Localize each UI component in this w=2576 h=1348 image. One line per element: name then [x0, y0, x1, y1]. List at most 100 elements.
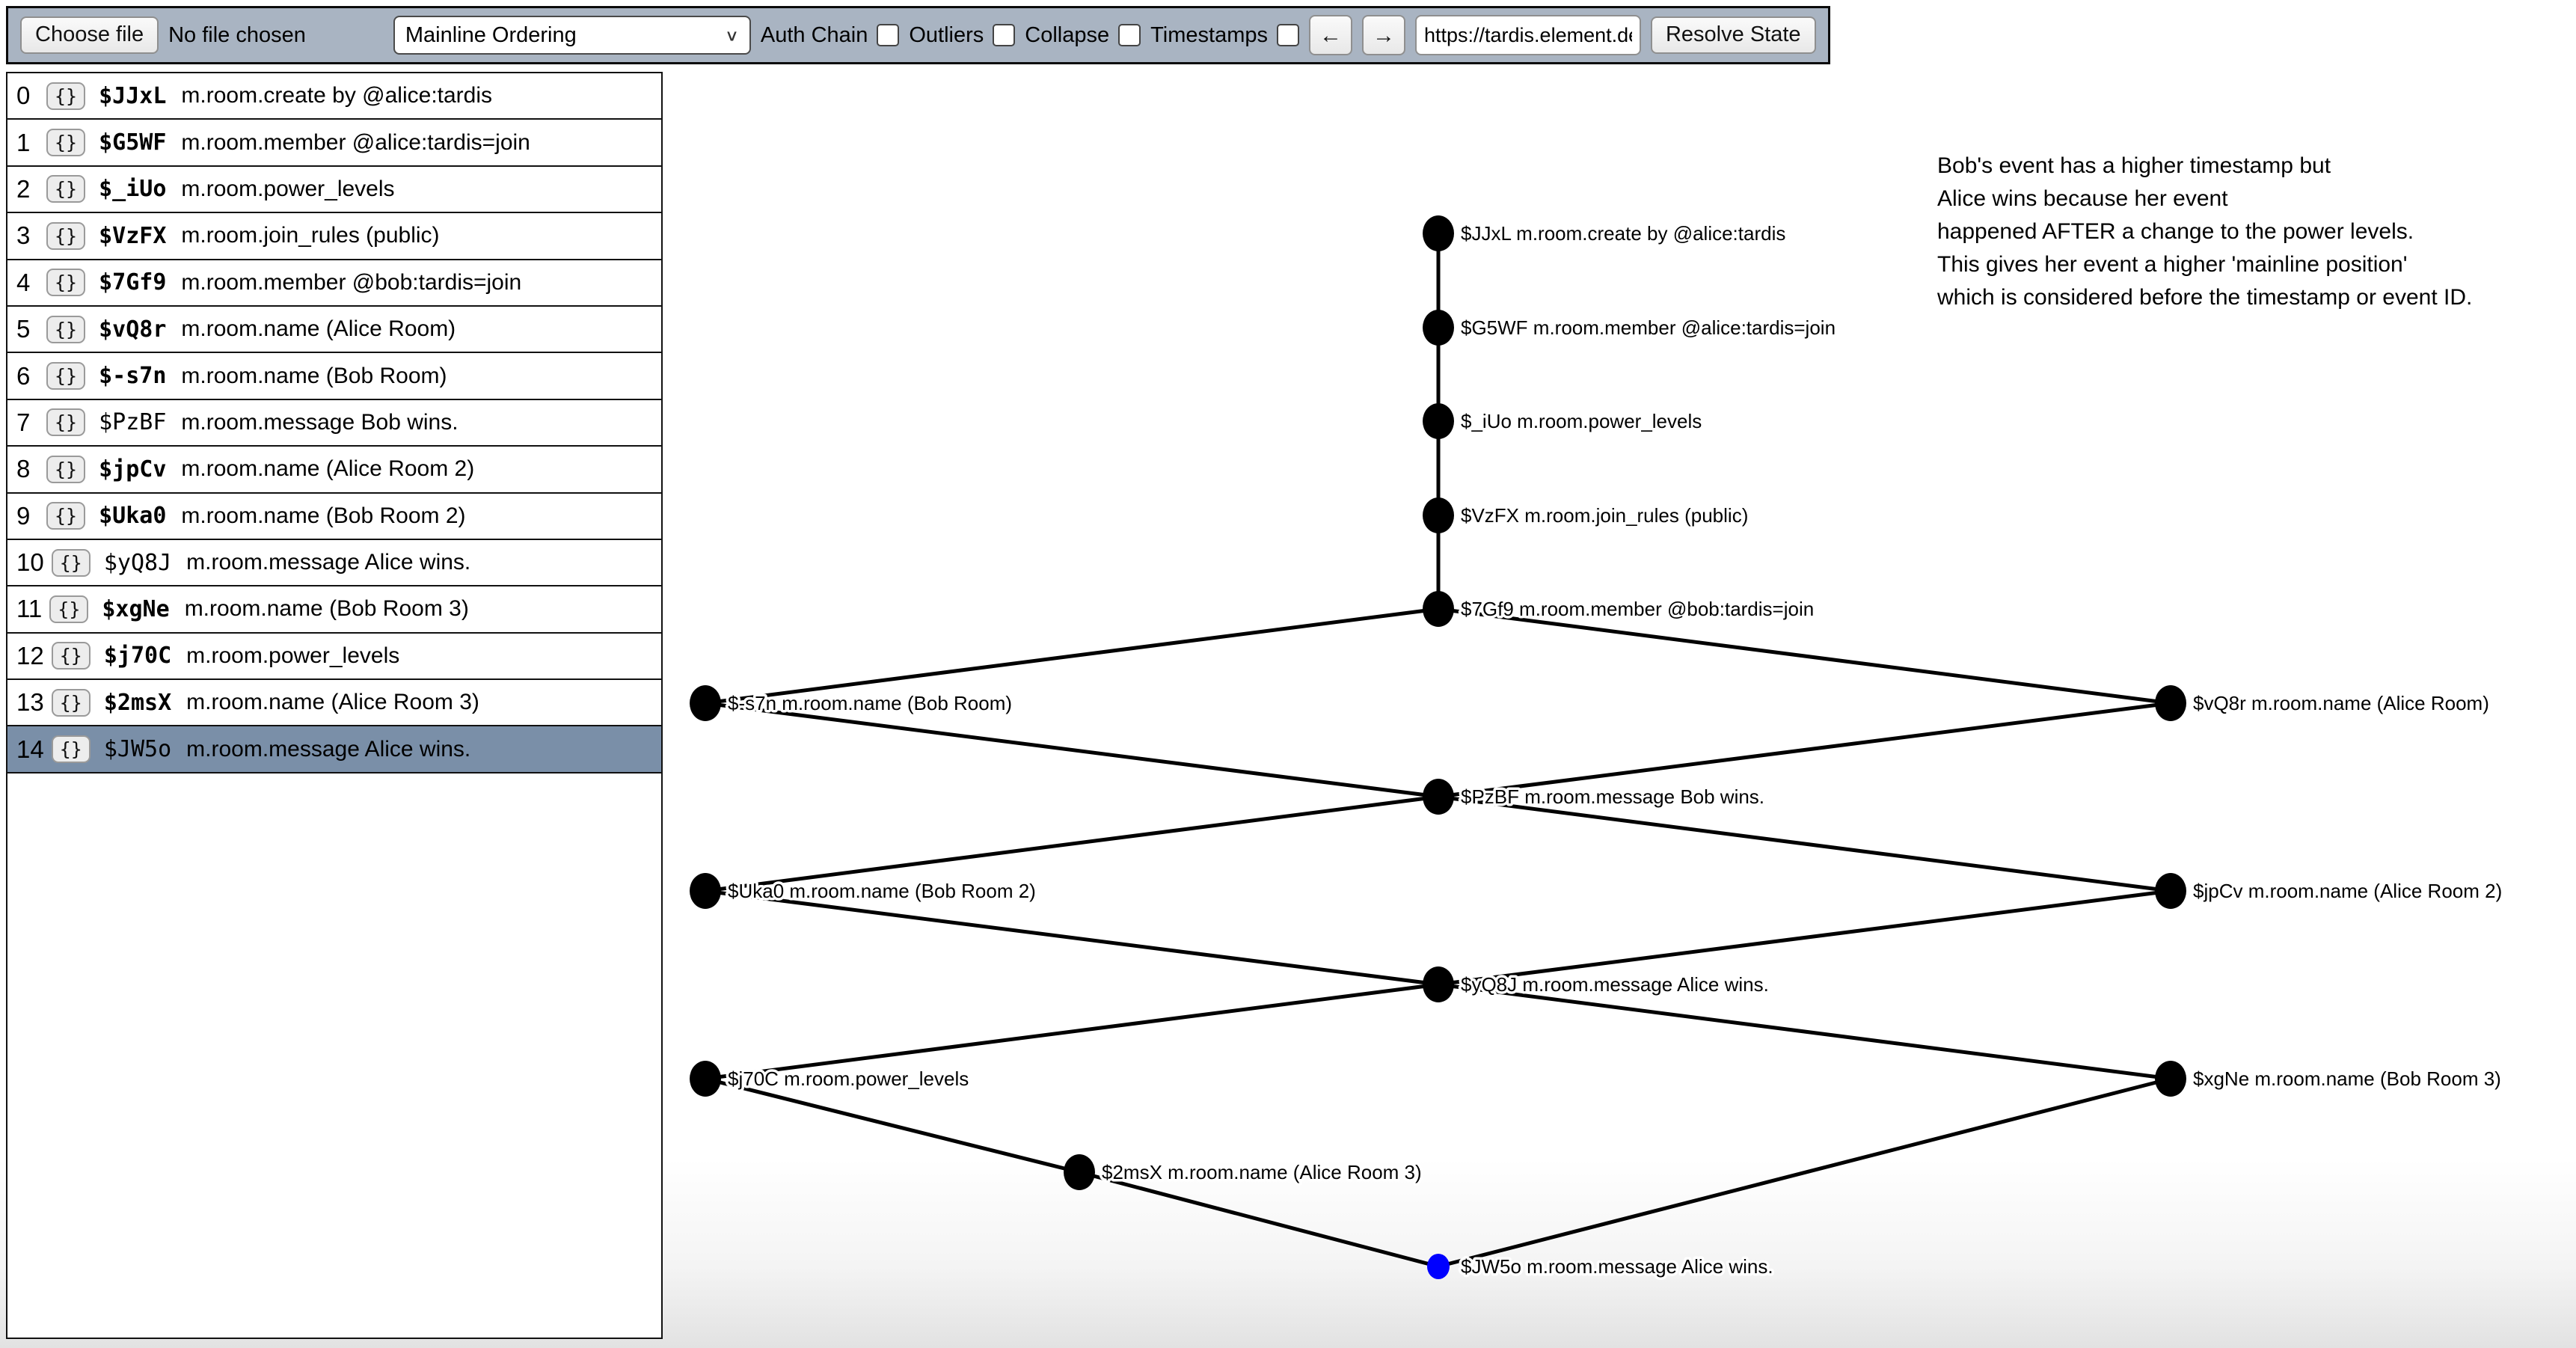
forward-button[interactable]: → [1361, 15, 1405, 55]
event-json-button[interactable]: {} [46, 129, 86, 157]
graph-edge [1438, 794, 2171, 893]
collapse-checkbox[interactable] [1118, 24, 1141, 46]
event-description: m.room.name (Alice Room 2) [181, 456, 475, 482]
graph-node[interactable] [1064, 1154, 1095, 1190]
toolbar: Choose file No file chosen Mainline Orde… [6, 6, 1830, 64]
event-json-button[interactable]: {} [46, 408, 86, 437]
graph-node-label: $JJxL m.room.create by @alice:tardis [1461, 222, 1785, 245]
event-description: m.room.name (Bob Room 2) [181, 503, 466, 528]
graph-node[interactable] [2155, 1061, 2186, 1097]
server-url-input[interactable] [1414, 15, 1641, 55]
event-json-button[interactable]: {} [46, 315, 86, 343]
event-id: $xgNe [102, 595, 170, 622]
graph-node[interactable] [690, 1061, 721, 1097]
event-json-button[interactable]: {} [51, 735, 91, 764]
resolve-state-button[interactable]: Resolve State [1650, 16, 1816, 54]
graph-node-label: $2msX m.room.name (Alice Room 3) [1102, 1161, 1422, 1183]
graph-node[interactable] [1423, 497, 1454, 533]
graph-edge [1438, 982, 2171, 1081]
event-description: m.room.name (Bob Room 3) [184, 596, 469, 622]
timestamps-checkbox[interactable] [1276, 24, 1299, 46]
event-id: $yQ8J [103, 549, 172, 576]
event-description: m.room.power_levels [181, 176, 395, 201]
event-index: 11 [16, 595, 43, 623]
outliers-label: Outliers [909, 22, 984, 47]
event-id: $2msX [103, 689, 172, 716]
graph-node-label: $G5WF m.room.member @alice:tardis=join [1461, 316, 1836, 339]
event-index: 7 [16, 408, 31, 436]
event-id: $JW5o [103, 736, 172, 763]
graph-edge [705, 701, 1439, 799]
event-description: m.room.name (Alice Room 3) [186, 690, 479, 715]
choose-file-button[interactable]: Choose file [20, 16, 159, 54]
graph-node[interactable] [690, 873, 721, 909]
event-json-button[interactable]: {} [46, 269, 86, 297]
event-json-button[interactable]: {} [51, 688, 91, 717]
event-index: 2 [16, 174, 31, 203]
event-json-button[interactable]: {} [46, 175, 86, 203]
graph-node-label: $-s7n m.room.name (Bob Room) [728, 692, 1012, 714]
outliers-checkbox[interactable] [993, 24, 1016, 46]
event-id: $_iUo [99, 176, 167, 203]
event-json-button[interactable]: {} [46, 82, 86, 110]
ordering-select[interactable]: Mainline Ordering ∨ [393, 16, 751, 55]
event-description: m.room.message Alice wins. [186, 550, 471, 575]
event-id: $j70C [103, 643, 172, 670]
graph-edge [1079, 1170, 1439, 1269]
outliers-group: Outliers [909, 22, 1016, 48]
event-id: $vQ8r [99, 316, 167, 343]
event-json-button[interactable]: {} [49, 595, 89, 623]
graph-node[interactable] [1423, 215, 1454, 251]
graph-edge [705, 794, 1439, 893]
graph-node[interactable] [1423, 966, 1454, 1002]
event-json-button[interactable]: {} [51, 642, 91, 670]
event-index: 0 [16, 82, 31, 110]
graph-node[interactable] [2155, 685, 2186, 721]
graph-node-label: $Uka0 m.room.name (Bob Room 2) [728, 880, 1036, 902]
event-row[interactable]: 2 {} $_iUo m.room.power_levels [7, 166, 661, 214]
graph-node[interactable] [1427, 1254, 1450, 1279]
event-json-button[interactable]: {} [46, 502, 86, 530]
graph-node[interactable] [690, 685, 721, 721]
event-row[interactable]: 11{} $xgNe m.room.name (Bob Room 3) [7, 586, 661, 634]
graph-node[interactable] [1423, 310, 1454, 346]
event-index: 13 [16, 688, 44, 717]
event-json-button[interactable]: {} [46, 455, 86, 483]
graph-node[interactable] [1423, 779, 1454, 815]
graph-node-label: $xgNe m.room.name (Bob Room 3) [2193, 1067, 2501, 1090]
graph-node[interactable] [1423, 403, 1454, 439]
event-json-button[interactable]: {} [46, 221, 86, 250]
event-id: $G5WF [99, 129, 167, 156]
event-json-button[interactable]: {} [46, 362, 86, 390]
event-row[interactable]: 13{} $2msX m.room.name (Alice Room 3) [7, 680, 661, 727]
graph-edge [1438, 1076, 2171, 1269]
back-button[interactable]: ← [1308, 15, 1352, 55]
collapse-label: Collapse [1025, 22, 1110, 47]
graph-node[interactable] [1423, 591, 1454, 627]
event-id: $PzBF [99, 409, 167, 436]
file-status-text: No file chosen [168, 22, 306, 47]
event-json-button[interactable]: {} [51, 548, 91, 577]
event-id: $Uka0 [99, 503, 167, 530]
auth-chain-checkbox[interactable] [877, 24, 900, 46]
event-index: 6 [16, 361, 31, 390]
ordering-select-value: Mainline Ordering [405, 22, 577, 47]
event-id: $-s7n [99, 363, 167, 390]
graph-node[interactable] [2155, 873, 2186, 909]
event-description: m.room.message Alice wins. [186, 736, 471, 762]
graph-node-label: $_iUo m.room.power_levels [1461, 410, 1702, 432]
timestamps-label: Timestamps [1150, 22, 1268, 47]
